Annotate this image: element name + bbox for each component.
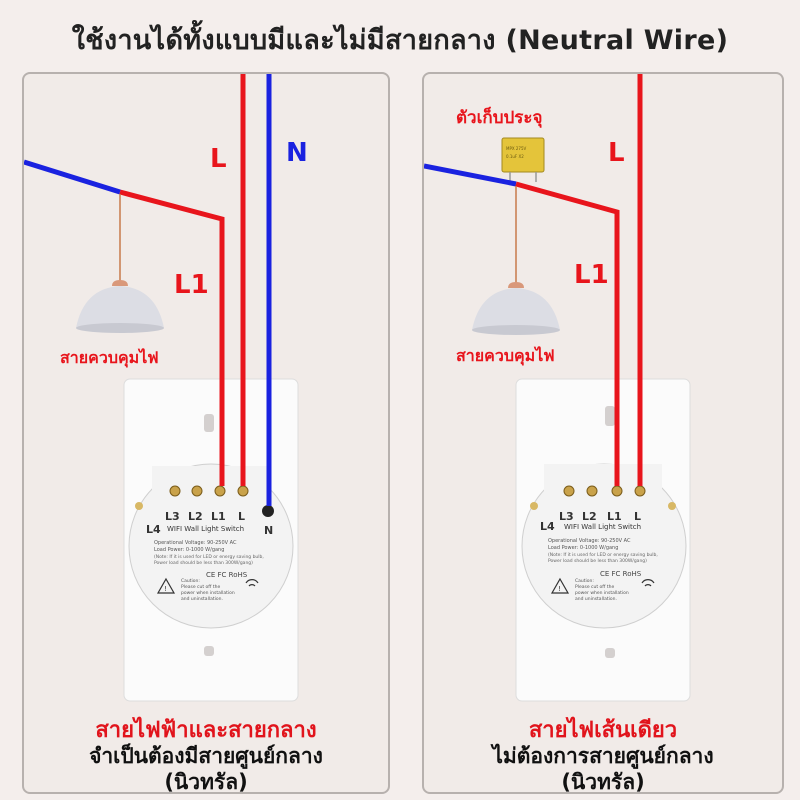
panel-with-neutral: L3 L2 L1 L L4 N WIFI Wall Light Switch O… [22,72,390,794]
label-lamp-control: สายควบคุมไฟ [60,348,159,367]
label-wire-N: N [286,138,308,168]
terminal-label-L1: L1 [607,510,622,523]
panel-without-neutral: L3 L2 L1 L L4 WIFI Wall Light Switch Ope… [422,72,784,794]
caution-line-2: power when installation [575,590,629,596]
caution-line-3: and uninstallation. [181,596,223,602]
wiring-diagram-left: L3 L2 L1 L L4 N WIFI Wall Light Switch O… [24,74,299,702]
capacitor-icon [501,137,545,173]
plate-slot-bottom [204,646,214,656]
caption-line3-left: (นิวทรัล) [164,770,248,794]
wifi-icon [641,579,655,587]
switch-spec-voltage: Operational Voltage: 90-250V AC [154,540,237,546]
label-wire-L: L [210,144,227,174]
control-wire-L1 [515,181,620,486]
caution-title: Caution: [181,578,200,584]
plate-slot-top [605,406,615,426]
label-capacitor: ตัวเก็บประจุ [456,108,543,128]
wifi-icon [245,579,259,587]
terminal-block [152,466,270,498]
caution-line-2: power when installation [181,590,235,596]
switch-note-1: (Note: If it is used for LED or energy s… [548,552,658,558]
plate-slot-top [204,414,214,432]
page-title: ใช้งานได้ทั้งแบบมีและไม่มีสายกลาง (Neutr… [71,25,729,56]
terminal-label-L3: L3 [559,510,574,523]
lamp-cap [112,280,128,286]
caution-line-1: Please cut off the [181,584,220,590]
label-lamp-control: สายควบคุมไฟ [456,346,555,365]
cert-marks: CE FC RoHS [600,570,642,578]
caution-line-3: and uninstallation. [575,596,617,602]
svg-text:MPX 275V: MPX 275V [506,146,527,151]
switch-product-name: WIFI Wall Light Switch [564,523,641,531]
switch-spec-voltage: Operational Voltage: 90-250V AC [548,538,631,544]
switch-note-2: Power load should be less than 300W/gang… [154,560,253,566]
svg-text:!: ! [558,585,561,593]
label-wire-L: L [608,138,625,168]
neutral-wire-lamp [24,159,121,195]
terminal-label-L4: L4 [146,523,161,536]
terminal-label-N: N [264,524,273,537]
caption-line2-left: จำเป็นต้องมีสายศูนย์กลาง [89,744,323,768]
switch-note-2: Power load should be less than 300W/gang… [548,558,647,564]
wiring-diagram-right: L3 L2 L1 L L4 WIFI Wall Light Switch Ope… [424,74,691,702]
caption-line3-right: (นิวทรัล) [561,770,645,794]
plate-slot-bottom [605,648,615,658]
svg-text:0.1uF X2: 0.1uF X2 [506,154,524,159]
caution-title: Caution: [575,578,594,584]
terminal-label-L4: L4 [540,520,555,533]
control-wire-L1 [119,189,225,486]
cert-marks: CE FC RoHS [206,571,248,579]
terminal-label-L3: L3 [165,510,180,523]
caution-line-1: Please cut off the [575,584,614,590]
switch-spec-load: Load Power: 0-1000 W/gang [548,545,618,551]
neutral-wire-lamp [424,163,517,187]
terminal-label-L: L [238,510,245,523]
switch-product-name: WIFI Wall Light Switch [167,525,244,533]
lamp-cap [508,282,524,288]
switch-note-1: (Note: If it is used for LED or energy s… [154,554,264,560]
lamp-shade-icon [472,288,560,330]
svg-text:!: ! [164,585,167,593]
terminal-label-L2: L2 [188,510,203,523]
terminal-label-L1: L1 [211,510,226,523]
switch-spec-load: Load Power: 0-1000 W/gang [154,547,224,553]
label-wire-L1: L1 [574,260,609,290]
caption-title-right: สายไฟเส้นเดียว [528,718,678,743]
warning-icon [550,577,570,594]
label-wire-L1: L1 [174,270,209,300]
warning-icon [156,577,176,594]
caption-line2-right: ไม่ต้องการสายศูนย์กลาง [492,744,714,768]
terminal-label-L: L [634,510,641,523]
terminal-label-L2: L2 [582,510,597,523]
terminal-screws [530,485,676,510]
lamp-shade-icon [76,286,164,328]
caption-title-left: สายไฟฟ้าและสายกลาง [95,718,317,743]
